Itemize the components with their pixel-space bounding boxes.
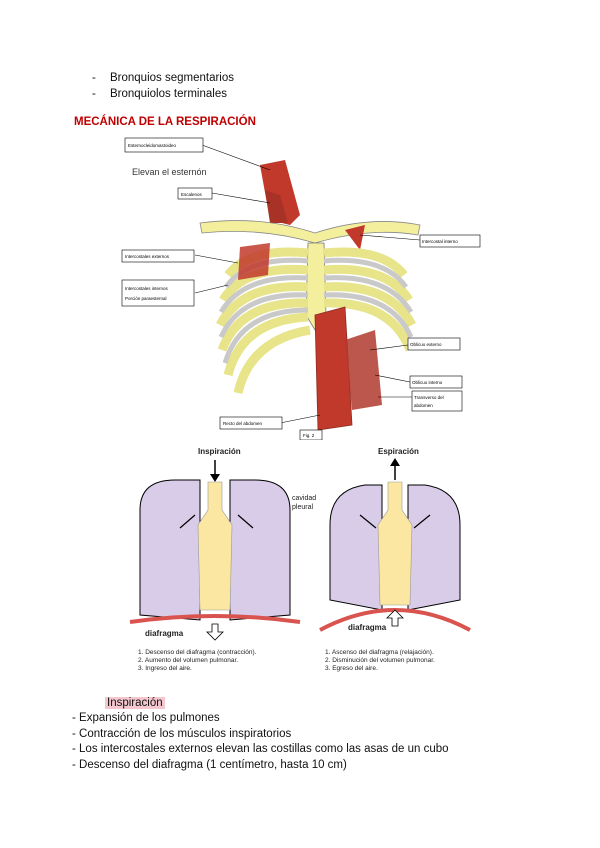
right-step-3: 3. Egreso del aire. — [325, 665, 378, 672]
right-step-1: 1. Ascenso del diafragma (relajación). — [325, 649, 434, 656]
label-esternocleido: Esternocleidomastoideo — [128, 143, 177, 148]
left-step-2: 2. Aumento del volumen pulmonar. — [138, 657, 238, 664]
breathing-diagram: Inspiración diafragma 1. Descenso del di… — [129, 447, 471, 672]
bullet-item: -Bronquios segmentarios — [92, 72, 235, 84]
label-porcion-paraesternal: Porción paraesternal — [125, 296, 167, 301]
bullet-text: Bronquiolos terminales — [110, 88, 227, 100]
diafragma-right: diafragma — [348, 623, 387, 632]
label-fig: Fig. 2 — [303, 433, 315, 438]
left-lung — [139, 479, 201, 621]
ribs-left — [216, 247, 311, 395]
ribs-right — [323, 247, 416, 352]
list-item: - Contracción de los músculos inspirator… — [72, 727, 292, 740]
list-item: - Los intercostales externos elevan las … — [72, 743, 449, 755]
label-abdomen: abdomen — [414, 403, 433, 408]
right-lung-right-lobe — [407, 484, 461, 611]
list-item: - Descenso del diafragma (1 centímetro, … — [72, 758, 347, 771]
up-arrow-icon — [386, 609, 404, 627]
caption-elevan: Elevan el esternón — [132, 167, 207, 177]
rectus-abdominis — [314, 306, 353, 431]
oblique-muscle — [345, 330, 382, 410]
label-recto: Recto del abdomen — [223, 421, 263, 426]
label-oblicuo-interno: Oblicuo interno — [412, 380, 443, 385]
left-diaphragm — [129, 614, 301, 624]
left-airway — [197, 481, 233, 611]
label-intercostales-externos: Intercostales externos — [125, 254, 170, 259]
label-intercostales-internos: Intercostales internos — [125, 286, 169, 291]
down-arrow-icon — [206, 623, 224, 641]
inspiration-list: - Expansión de los pulmones - Contracció… — [72, 711, 449, 773]
label-intercostal-interno: Intercostal interno — [422, 239, 458, 244]
espiracion-title: Espiración — [378, 447, 419, 456]
thorax-muscles-figure: Esternocleidomastoideo Escalenos Interco… — [120, 135, 500, 440]
diafragma-left: diafragma — [145, 629, 184, 638]
pleural-label: pleural — [292, 504, 313, 511]
right-airway — [377, 481, 413, 606]
inspiracion-title: Inspiración — [198, 447, 241, 456]
right-lung — [329, 484, 383, 611]
list-item: - Expansión de los pulmones — [72, 712, 220, 724]
left-lung-right-lobe — [229, 479, 291, 621]
intercostals-right — [323, 257, 414, 339]
label-oblicuo-externo: Oblicuo externo — [410, 342, 442, 347]
cavidad-label: cavidad — [292, 495, 316, 502]
clavicle — [199, 220, 421, 244]
right-step-2: 2. Disminución del volumen pulmonar. — [325, 657, 435, 664]
inspiracion-heading: Inspiración — [105, 697, 165, 709]
section-title: MECÁNICA DE LA RESPIRACIÓN — [74, 116, 256, 128]
bullet-text: Bronquios segmentarios — [110, 72, 235, 84]
label-transverso: Transverso del — [414, 395, 444, 400]
label-escalenos: Escalenos — [181, 192, 203, 197]
left-step-3: 3. Ingreso del aire. — [138, 665, 192, 672]
bullet-item: -Bronquiolos terminales — [92, 88, 227, 100]
bullet-list: -Bronquios segmentarios -Bronquiolos ter… — [92, 70, 234, 102]
left-step-1: 1. Descenso del diafragma (contracción). — [138, 649, 257, 656]
